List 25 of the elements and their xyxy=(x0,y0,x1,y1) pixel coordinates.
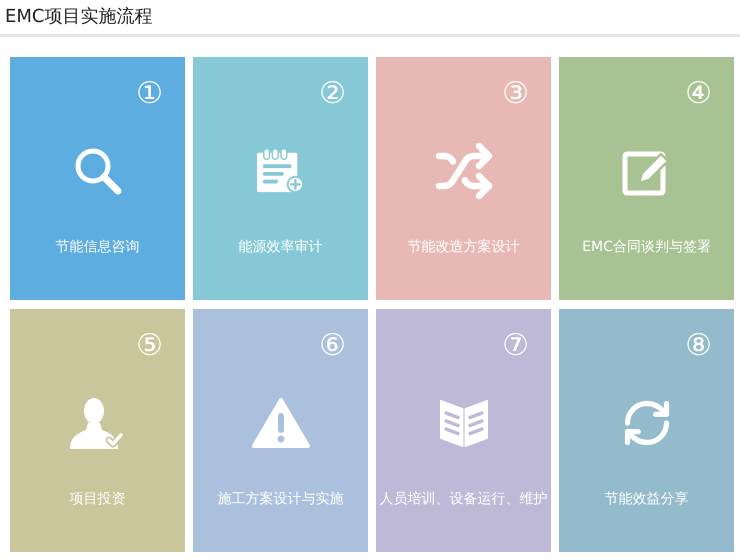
step-tile xyxy=(559,309,734,552)
step-number: ⑥ xyxy=(319,331,346,361)
step-label: 节能效益分享 xyxy=(604,490,688,509)
step-label: 节能改造方案设计 xyxy=(408,238,520,257)
step-number: ④ xyxy=(685,79,712,109)
step-label: 施工方案设计与实施 xyxy=(218,490,344,509)
step-tile xyxy=(559,57,734,300)
step-tile xyxy=(193,309,368,552)
step-number: ⑧ xyxy=(685,331,712,361)
step-tile xyxy=(376,57,551,300)
step-number: ② xyxy=(319,79,346,109)
step-number: ① xyxy=(136,79,163,109)
step-number: ③ xyxy=(502,79,529,109)
step-number: ⑤ xyxy=(136,331,163,361)
step-label: 节能信息咨询 xyxy=(56,238,140,257)
step-tile xyxy=(10,309,185,552)
step-label: 能源效率审计 xyxy=(238,238,322,257)
step-tile xyxy=(376,309,551,552)
title: EMC项目实施流程 xyxy=(5,5,152,29)
step-label: EMC合同谈判与签署 xyxy=(582,238,711,257)
step-label: 项目投资 xyxy=(70,490,126,509)
step-tile xyxy=(193,57,368,300)
step-label: 人员培训、设备运行、维护 xyxy=(380,490,548,509)
step-number: ⑦ xyxy=(502,331,529,361)
step-tile xyxy=(10,57,185,300)
